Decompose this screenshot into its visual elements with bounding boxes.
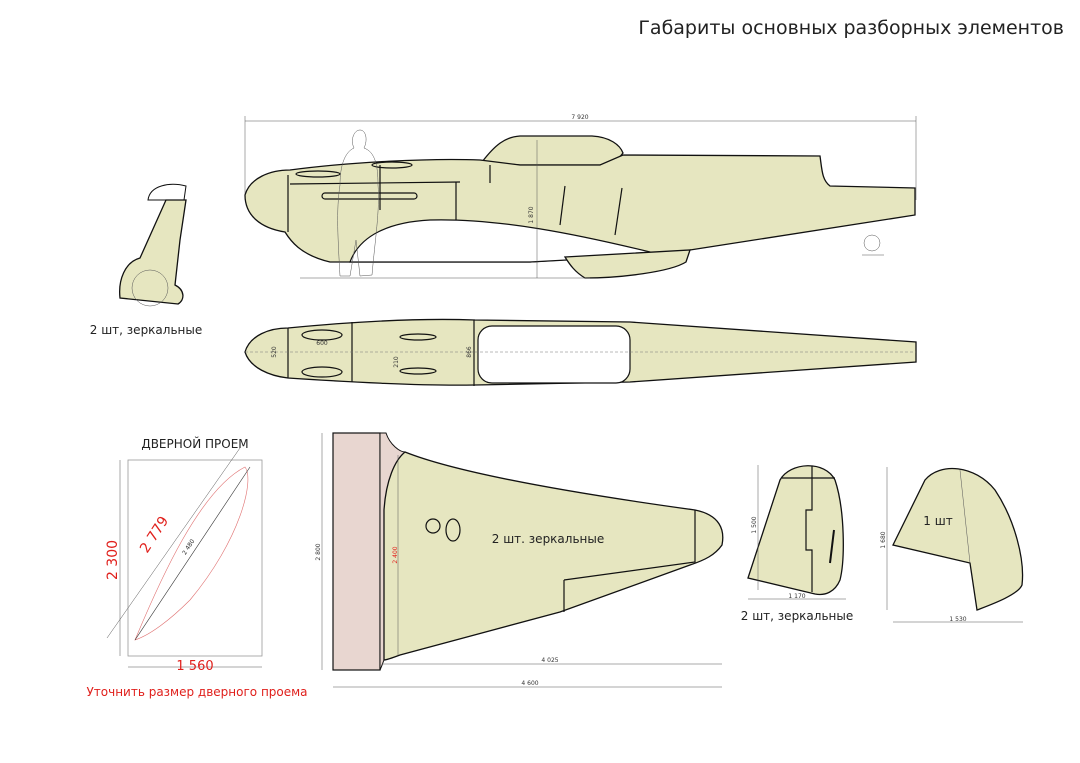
wing: 2 шт. зеркальные 2 800 2 400 4 025 4 600 — [315, 432, 724, 688]
stabilizer-panel — [747, 465, 844, 596]
landing-gear: 2 шт, зеркальные — [90, 183, 202, 337]
fuselage-width-label: 866 — [466, 346, 473, 358]
door-width-label: 1 560 — [176, 659, 213, 674]
stabilizer-note: 2 шт, зеркальные — [741, 609, 853, 623]
fuselage-top-view: 520 600 210 866 — [244, 318, 917, 386]
door-height-label: 2 300 — [105, 540, 121, 580]
fin-height-label: 1 680 — [880, 531, 887, 548]
hatch-length-label: 600 — [316, 340, 328, 347]
fin-panel — [892, 467, 1024, 611]
gear-door — [147, 183, 187, 201]
wing-panel — [383, 451, 724, 661]
stabilizer-height-label: 1 500 — [751, 516, 758, 533]
root-chord-label: 2 800 — [315, 543, 322, 560]
exhaust-slot — [321, 192, 418, 200]
total-span-label: 4 600 — [521, 680, 538, 687]
fuselage-height-label: 1 870 — [528, 206, 535, 223]
fuselage-side-view: 7 920 1 870 — [244, 114, 917, 279]
door-warning: Уточнить размер дверного проема — [86, 685, 307, 699]
span-label: 4 025 — [541, 657, 558, 664]
wing-root — [332, 432, 381, 671]
radiator-fairing — [563, 249, 691, 279]
door-opening: ДВЕРНОЙ ПРОЕМ 2 300 2 779 2 480 1 560 Ут… — [86, 436, 307, 699]
canopy — [480, 135, 624, 166]
nose-width-label: 520 — [271, 346, 278, 358]
cockpit-opening — [477, 325, 631, 384]
stabilizer-width-label: 1 170 — [788, 593, 805, 600]
stabilizer: 1 500 1 170 2 шт, зеркальные — [741, 465, 853, 623]
sheet-title: Габариты основных разборных элементов — [638, 17, 1064, 39]
door-title: ДВЕРНОЙ ПРОЕМ — [141, 436, 248, 451]
tail-wheel — [863, 234, 881, 252]
door-frame — [127, 459, 263, 657]
wheel — [131, 269, 169, 307]
door-part-outline — [134, 466, 249, 641]
wing-root-cutout — [349, 219, 652, 263]
fuselage-length-label: 7 920 — [571, 114, 588, 121]
hatch-width-label: 210 — [393, 356, 400, 368]
fin-note: 1 шт — [923, 514, 952, 528]
fin-width-label: 1 530 — [949, 616, 966, 623]
landing-gear-leg — [119, 199, 187, 305]
wing-note: 2 шт. зеркальные — [492, 532, 604, 546]
human-silhouette — [337, 129, 379, 277]
fin: 1 шт 1 680 1 530 — [880, 467, 1024, 623]
aileron — [563, 510, 696, 612]
chord-label: 2 400 — [392, 546, 399, 563]
landing-gear-note: 2 шт, зеркальные — [90, 323, 202, 337]
